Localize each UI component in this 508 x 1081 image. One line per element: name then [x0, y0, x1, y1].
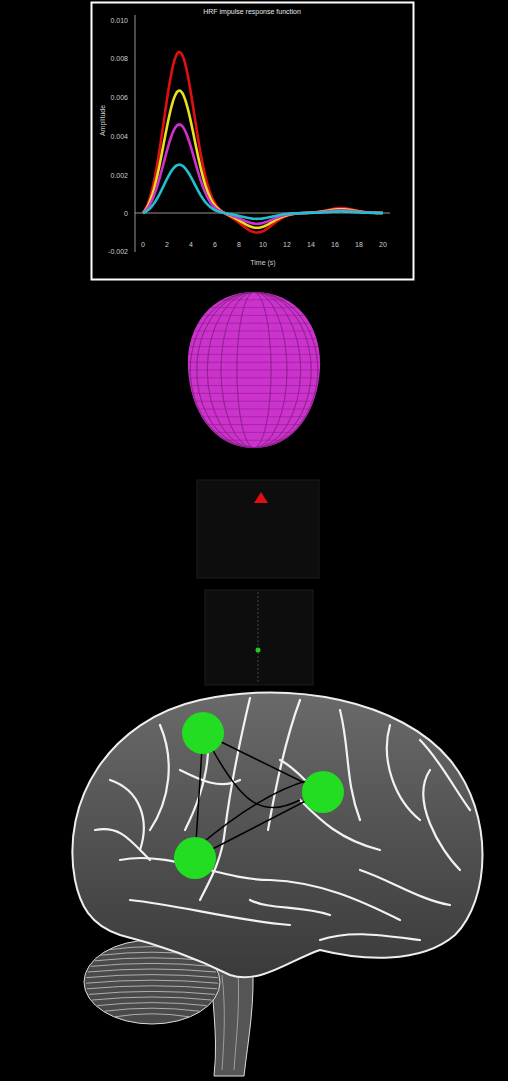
chart-frame — [92, 3, 414, 280]
hrf-curve — [143, 52, 383, 233]
axis-label: 14 — [307, 241, 315, 248]
red-triangle — [254, 492, 268, 503]
axis-label: 0.010 — [111, 17, 129, 24]
axis-label: 16 — [331, 241, 339, 248]
hrf-curves — [143, 52, 383, 233]
axis-label: 0.002 — [111, 172, 129, 179]
axis-label: 20 — [379, 241, 387, 248]
axis-label: 8 — [237, 241, 241, 248]
hrf-curve — [143, 165, 383, 219]
axis-label: 12 — [283, 241, 291, 248]
hrf-curve — [143, 125, 383, 224]
magenta-sphere — [180, 292, 330, 448]
glyph-panel — [197, 480, 319, 578]
axis-label: 0.006 — [111, 94, 129, 101]
axis-label: Amplitude — [99, 104, 106, 135]
chart-title: HRF impulse response function — [203, 8, 301, 15]
axis-label: -0.002 — [108, 248, 128, 255]
brain-illustration — [72, 693, 482, 1077]
axis-label: 2 — [165, 241, 169, 248]
axis-label: 0 — [141, 241, 145, 248]
axis-label: 0.008 — [111, 55, 129, 62]
time-line — [258, 592, 259, 684]
axis-label: 0.004 — [111, 133, 129, 140]
glyph-panel — [205, 590, 313, 685]
axis-label: 0 — [124, 210, 128, 217]
green-dot — [256, 648, 261, 653]
axis-label: 4 — [189, 241, 193, 248]
chart-axes — [135, 15, 390, 252]
axis-label: 18 — [355, 241, 363, 248]
axis-label: Time (s) — [250, 259, 275, 266]
axis-label: 6 — [213, 241, 217, 248]
hrf-curve — [143, 91, 383, 228]
axis-label: 10 — [259, 241, 267, 248]
